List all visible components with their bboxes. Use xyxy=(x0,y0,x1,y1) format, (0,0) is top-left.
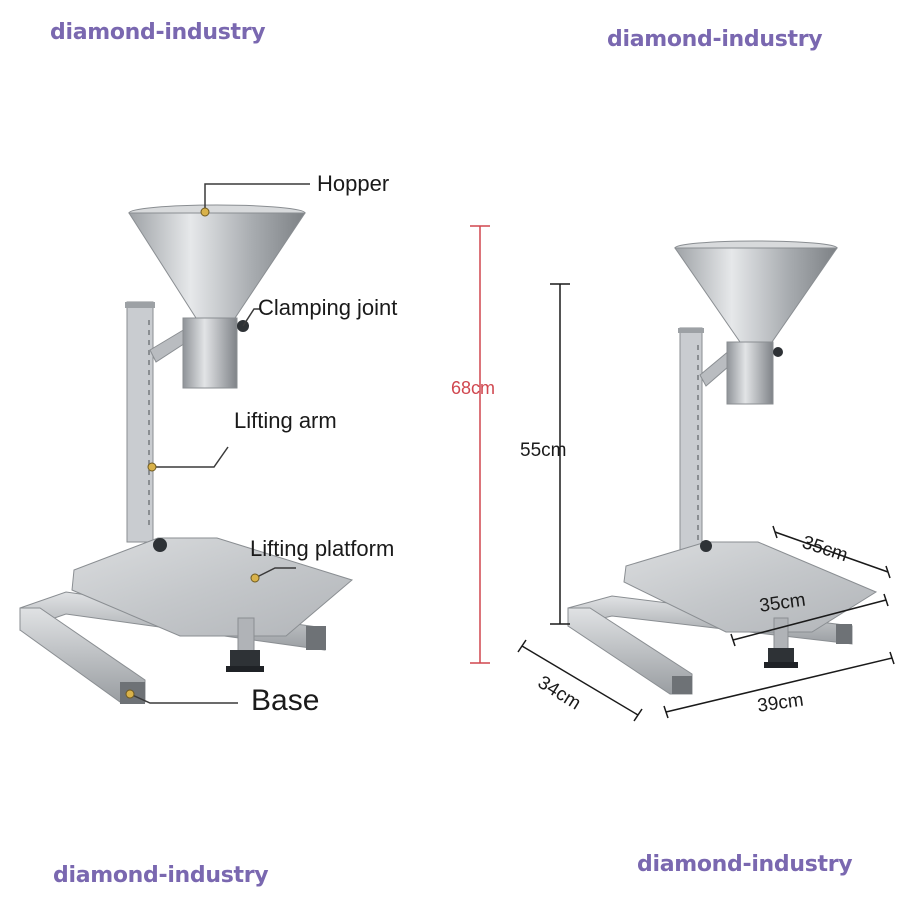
right-hopper xyxy=(674,240,838,405)
right-machine xyxy=(517,240,895,722)
left-hopper xyxy=(128,204,306,389)
left-leader-lines xyxy=(129,183,310,704)
watermark-top-right: diamond-industry xyxy=(607,27,823,52)
left-leader-dots xyxy=(125,207,260,699)
label-clamping-joint: Clamping joint xyxy=(258,295,398,320)
watermark-bottom-right: diamond-industry xyxy=(637,852,853,877)
label-lifting-arm: Lifting arm xyxy=(234,408,337,433)
right-lifting-platform xyxy=(623,540,878,668)
label-lifting-platform: Lifting platform xyxy=(250,536,395,561)
watermark-bottom-left: diamond-industry xyxy=(53,863,269,888)
height-marker-68cm xyxy=(470,225,490,664)
left-lifting-platform xyxy=(71,537,354,672)
label-base: Base xyxy=(251,684,320,717)
left-lifting-arm xyxy=(125,301,197,543)
dimension-height-68cm: 68cm xyxy=(451,378,496,398)
watermark-top-left: diamond-industry xyxy=(50,20,266,45)
right-dimension-lines xyxy=(517,283,895,722)
dimension-height-55cm: 55cm xyxy=(520,440,567,461)
left-machine xyxy=(19,183,490,704)
label-hopper: Hopper xyxy=(317,171,390,196)
